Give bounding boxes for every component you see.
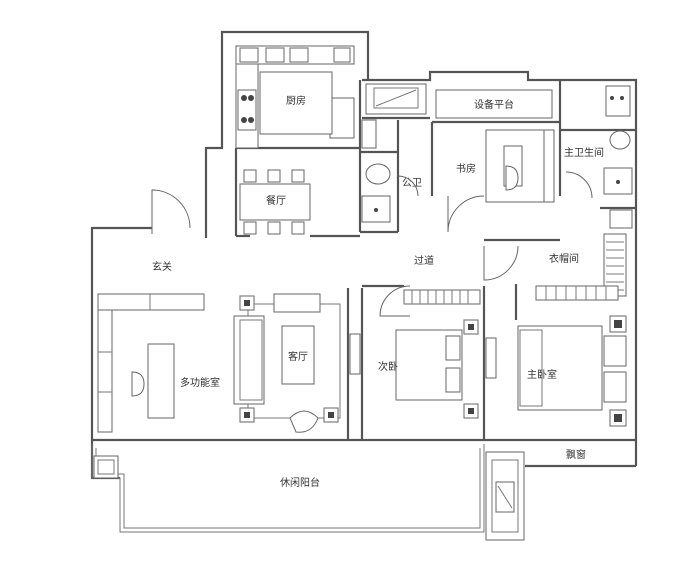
armchair: [289, 410, 319, 433]
label-master-bedroom: 主卧室: [527, 368, 557, 381]
master-bath-door: [565, 171, 593, 199]
kitchen-box: [239, 47, 259, 63]
master-toilet-icon: [609, 130, 631, 150]
closet-shelf: [609, 209, 633, 229]
multi-function-furniture: 多功能室: [97, 293, 220, 433]
equipment-box-inner: [373, 87, 419, 109]
master-bath-fixtures: 主卫生间: [564, 85, 633, 195]
label-leisure-balcony: 休闲阳台: [280, 476, 320, 489]
balcony-outline: [91, 444, 485, 533]
label-master-bath: 主卫生间: [564, 146, 604, 159]
corridor-door: [483, 245, 519, 281]
washer: [93, 455, 119, 479]
label-foyer: 玄关: [152, 260, 172, 273]
study-door: [447, 195, 485, 233]
north-wall-center: [362, 70, 638, 466]
multi-shelf: [97, 309, 113, 433]
master-pillow-2: [603, 371, 627, 403]
label-corridor: 过道: [414, 254, 434, 267]
second-wardrobe: [403, 289, 481, 305]
sofa: [233, 315, 265, 405]
public-bath-shower: [361, 119, 377, 149]
sink-bowl-1: [265, 47, 285, 63]
doors: [151, 171, 593, 379]
balcony: [91, 444, 525, 541]
equipment-box-left: [365, 83, 427, 115]
label-bay-window: 飘窗: [566, 448, 586, 461]
closet-furniture: 衣帽间: [535, 209, 633, 301]
study-chair: [505, 165, 519, 191]
public-drain-icon: [374, 208, 378, 212]
master-bedroom-furniture: 主卧室 飘窗: [517, 315, 627, 461]
study-furniture: 书房: [456, 129, 555, 203]
stove-icon: [237, 89, 257, 131]
kitchen-island: [259, 71, 333, 135]
label-equipment-platform: 设备平台: [474, 98, 514, 111]
label-study: 书房: [456, 162, 476, 175]
balcony-slot-inner: [491, 459, 519, 533]
dining-furniture: 餐厅: [239, 169, 311, 235]
study-shelf: [543, 129, 555, 203]
second-pillow-2: [445, 367, 461, 393]
public-bath-fixtures: 公卫: [361, 119, 422, 223]
living-sliding-door: [349, 333, 361, 375]
second-pillow-1: [445, 335, 461, 361]
label-living-room: 客厅: [288, 350, 308, 363]
equipment-area: 设备平台: [365, 83, 553, 119]
equipment-platform: [435, 89, 553, 119]
label-dining: 餐厅: [266, 194, 286, 207]
multi-chair: [131, 371, 145, 397]
master-pillow-1: [603, 335, 627, 367]
label-kitchen: 厨房: [286, 94, 306, 107]
washer-inner: [97, 459, 115, 475]
second-bedroom-door: [379, 285, 411, 317]
coffee-table: [281, 325, 315, 385]
sink-bowl-2: [289, 47, 309, 63]
dining-table: [239, 183, 311, 221]
kitchen-box-2: [333, 47, 351, 63]
master-drain-icon: [616, 180, 620, 184]
fridge: [329, 97, 355, 139]
public-bath-door: [397, 175, 419, 197]
label-public-bath: 公卫: [402, 178, 422, 189]
public-toilet-icon: [365, 163, 391, 185]
label-second-bedroom: 次卧: [378, 360, 398, 373]
multi-desk: [147, 343, 175, 419]
outer-walls: [90, 30, 638, 480]
second-bed-sliding-door: [485, 337, 497, 379]
label-multi-function: 多功能室: [180, 376, 220, 389]
master-bed: [517, 325, 603, 411]
entrance-door: [151, 189, 191, 229]
tv-cabinet: [273, 293, 321, 313]
kitchen-outer-wall: [204, 30, 370, 210]
living-furniture: 客厅: [233, 293, 341, 433]
foyer-cabinet: [97, 293, 205, 311]
label-closet: 衣帽间: [549, 252, 579, 265]
balcony-unit-cross: [497, 485, 513, 509]
kitchen-furniture: 厨房: [235, 45, 355, 149]
second-bedroom-furniture: 次卧: [378, 289, 481, 419]
master-shower: [605, 85, 631, 117]
